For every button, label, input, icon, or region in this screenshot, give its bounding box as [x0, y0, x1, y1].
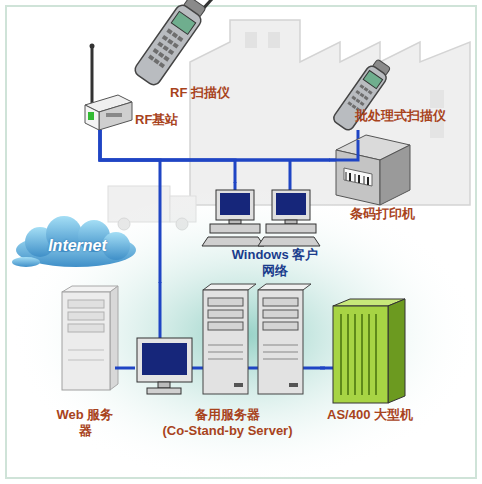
label-group: Web 服务器 [55, 407, 115, 439]
device-label: 条码打印机 [350, 206, 435, 222]
web-server-symbol [62, 286, 118, 390]
device-label: Windows 客户 网络 [225, 247, 325, 279]
server-tower-symbol [258, 284, 311, 394]
label-group: AS/400 大型机 [325, 407, 415, 423]
device-node: Windows 客户 网络 [205, 183, 335, 278]
label-group: RF基站 [135, 112, 190, 128]
device-label: (Co-Stand-by Server) [135, 423, 320, 439]
device-label: RF基站 [135, 112, 190, 128]
label-group: Internet [15, 222, 140, 270]
device-label: 备用服务器 [135, 407, 320, 423]
network-cable [320, 367, 325, 370]
label-group: 批处理式扫描仪 [355, 108, 460, 124]
building-silhouette [190, 20, 470, 205]
network-cable [100, 130, 160, 283]
device-label: RF 扫描仪 [170, 85, 245, 101]
network-cable [115, 367, 135, 370]
barcode-printer-symbol [336, 135, 410, 205]
device-node: 备用服务器(Co-Stand-by Server) [135, 283, 320, 448]
mainframe-symbol [333, 299, 405, 403]
server-tower-symbol [203, 284, 256, 394]
device-node: AS/400 大型机 [325, 295, 415, 445]
device-node: 条码打印机 [330, 128, 440, 228]
device-label: AS/400 大型机 [325, 407, 415, 423]
device-node: 批处理式扫描仪 [325, 60, 465, 140]
label-group: Windows 客户 网络 [225, 247, 325, 279]
network-cable [100, 130, 330, 160]
device-label: Internet [15, 222, 140, 270]
device-node: RF基站 [80, 40, 190, 130]
client-pc-symbol [258, 190, 320, 246]
label-group: RF 扫描仪 [170, 85, 245, 101]
label-group: 备用服务器(Co-Stand-by Server) [135, 407, 320, 439]
device-node: RF 扫描仪 [125, 5, 235, 105]
client-pc-symbol [202, 190, 264, 246]
device-node: Internet [15, 222, 140, 270]
device-label: 批处理式扫描仪 [355, 108, 460, 124]
server-monitor-symbol [137, 338, 192, 394]
rf-scanner-symbol [132, 0, 221, 87]
device-node: Web 服务器 [55, 283, 115, 443]
device-label: Web 服务器 [55, 407, 115, 439]
rf-base-station-symbol [85, 44, 132, 131]
network-cable [100, 130, 235, 183]
spotlight-glow [10, 185, 480, 484]
network-cable [100, 130, 358, 160]
label-group: 条码打印机 [350, 206, 435, 222]
